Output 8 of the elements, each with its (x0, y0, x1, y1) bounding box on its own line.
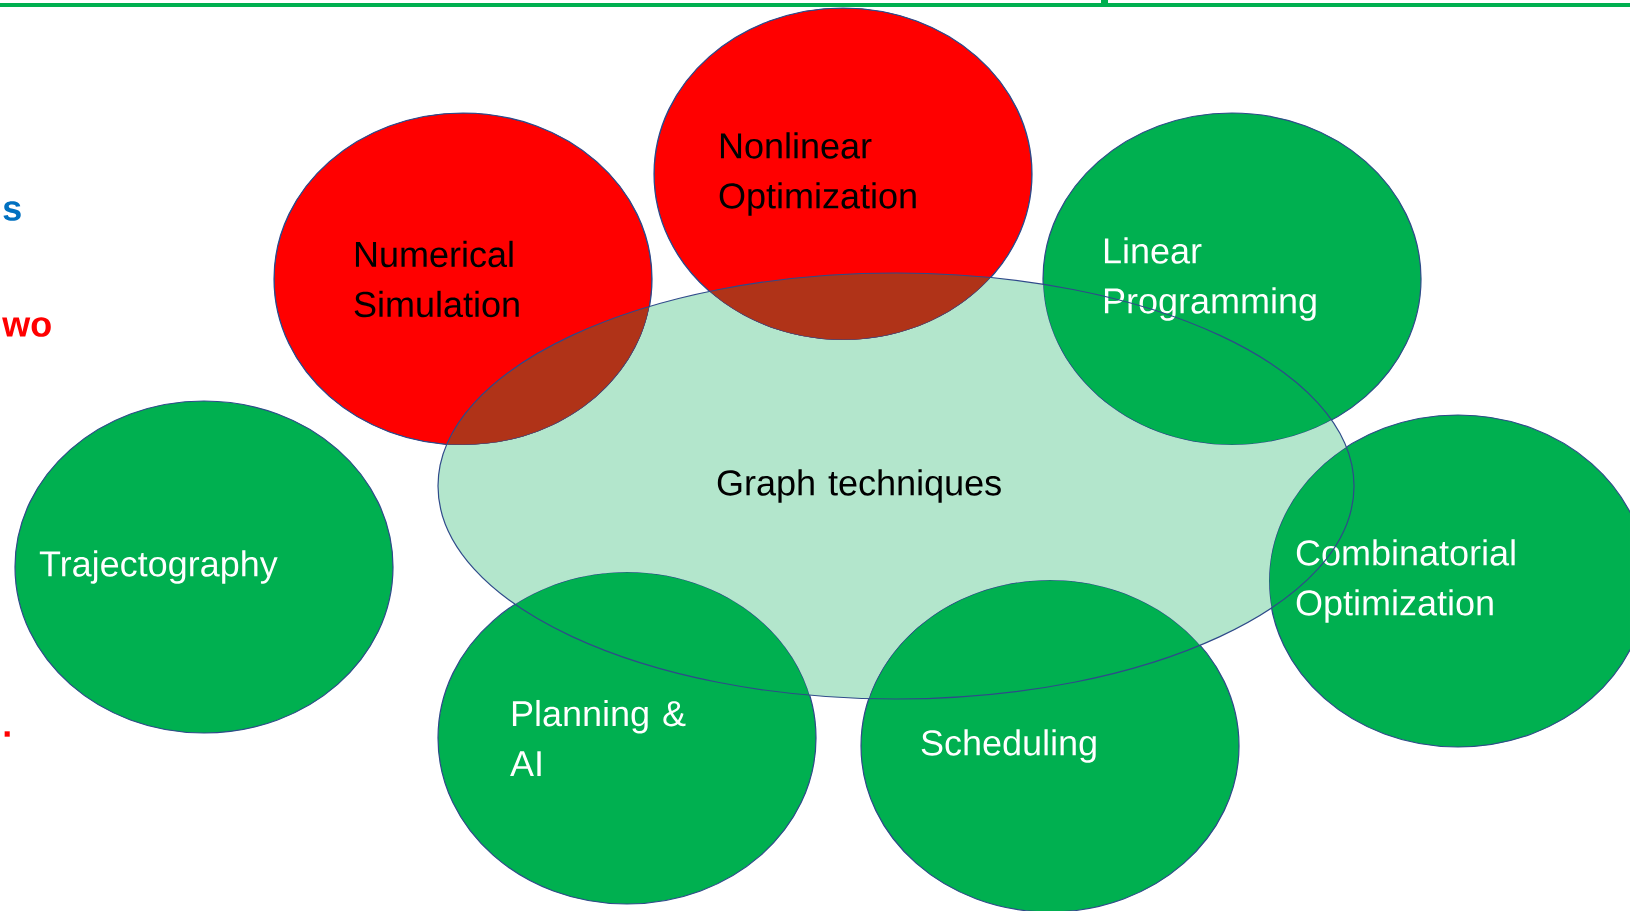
circle-bubble: Planning & AI (437, 571, 817, 905)
cut-text: s (3, 201, 21, 221)
circle-bubble: Linear Programming (1042, 112, 1422, 446)
circle-bubble: Scheduling (860, 579, 1240, 911)
circle-bubble: Combinatorial Optimization (1268, 414, 1630, 748)
circle-bubble: Trajectography (14, 400, 394, 734)
cut-text: wo (2, 317, 51, 337)
cut-text: . (4, 731, 10, 737)
